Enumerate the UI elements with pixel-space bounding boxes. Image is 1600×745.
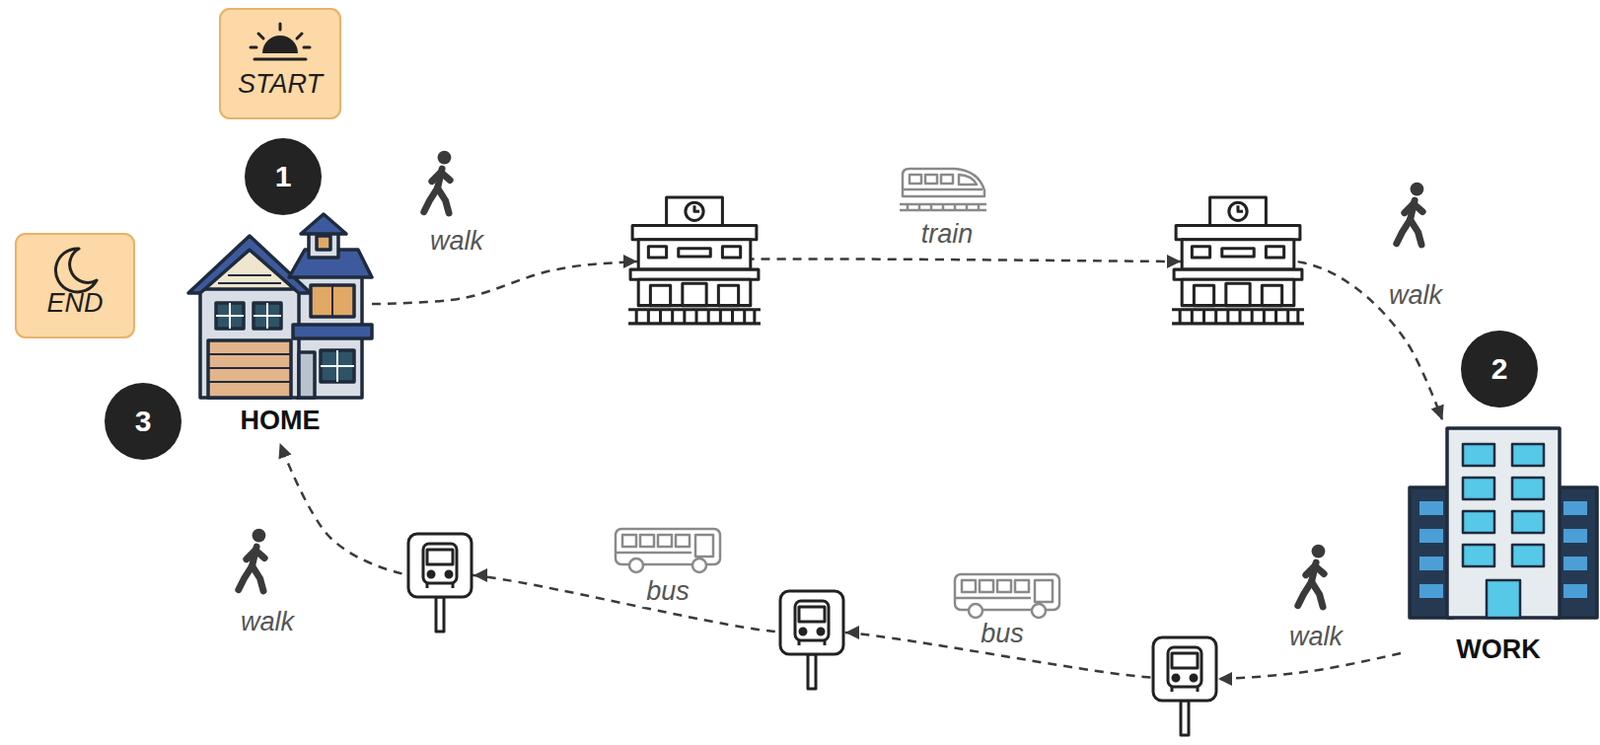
- mode-label: bus: [642, 577, 694, 607]
- bus-icon: [615, 528, 721, 573]
- mode-label: walk: [236, 607, 298, 638]
- train-station-icon: [628, 197, 761, 324]
- sunrise-icon: [250, 23, 310, 60]
- mode-label: walk: [426, 226, 488, 257]
- end-box-fill: [14, 232, 136, 339]
- node-text: WORK: [1455, 634, 1540, 665]
- bus-stop-icon: [408, 533, 472, 632]
- walk-icon: [1298, 544, 1326, 607]
- home-node: HOME: [188, 214, 372, 444]
- route-arrowheads: [473, 254, 1233, 686]
- node-text: HOME: [240, 405, 321, 437]
- walk-icon: [424, 150, 452, 214]
- callout-number: 2: [1460, 330, 1538, 408]
- train-station-icon: [1171, 197, 1305, 324]
- office-building-illustration: [1409, 428, 1598, 618]
- train-icon: [899, 168, 987, 211]
- callout-number: 3: [104, 382, 182, 460]
- start-box: START: [218, 7, 342, 120]
- node-text: START: [237, 69, 323, 100]
- house-illustration: [188, 214, 372, 398]
- mode-label: walk: [1384, 281, 1447, 311]
- callout-number: 1: [244, 138, 322, 216]
- bus-icon: [954, 574, 1060, 618]
- walk-icon: [238, 528, 267, 591]
- bus-stop-icon: [1153, 637, 1217, 735]
- work-node: WORK: [1400, 419, 1597, 673]
- walk-icon: [1396, 182, 1425, 245]
- mode-label: walk: [1285, 622, 1347, 653]
- moon-icon: [55, 248, 97, 292]
- start-box-fill: [218, 7, 342, 120]
- node-text: END: [46, 288, 103, 319]
- end-box: END: [14, 232, 136, 339]
- mode-label: train: [917, 219, 978, 250]
- mode-label: bus: [976, 619, 1028, 650]
- bus-stop-icon: [780, 590, 844, 689]
